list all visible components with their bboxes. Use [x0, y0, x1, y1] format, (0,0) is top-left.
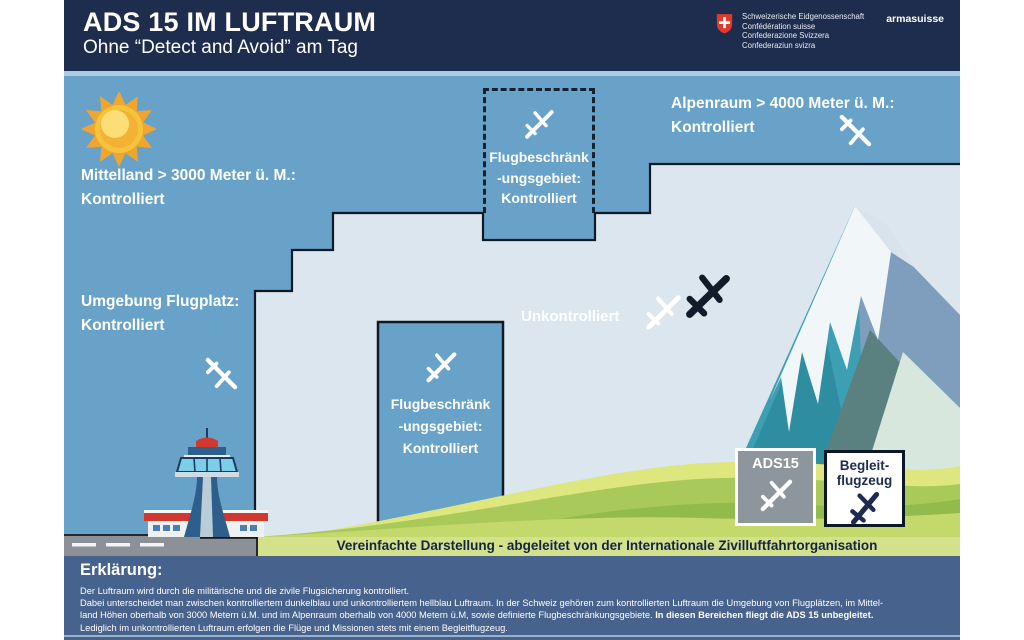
label-umgebung-line2: Kontrolliert: [81, 317, 165, 334]
drone-plane-icon: [200, 353, 242, 395]
controlled-airspace-region: [64, 76, 960, 537]
gov-line-4: Confederaziun svizra: [742, 41, 816, 51]
restricted-solid-line2: -ungsgebiet:: [398, 418, 483, 434]
escort-plane-icon: [844, 487, 886, 529]
swiss-government-lines: Schweizerische Eidgenossenschaft Confédé…: [742, 12, 864, 51]
drone-plane-icon: [640, 289, 686, 335]
label-unkontrolliert: Unkontrolliert: [521, 308, 620, 325]
explanation-heading: Erklärung:: [80, 561, 163, 579]
restricted-solid-line3: Kontrolliert: [402, 440, 479, 456]
gov-line-2: Confédération suisse: [742, 21, 816, 31]
restricted-solid-line1: Flugbeschränk: [390, 396, 491, 412]
restricted-dashed-line1: Flugbeschränk: [489, 149, 589, 165]
page-title: ADS 15 IM LUFTRAUM: [83, 7, 377, 37]
legend-begleitflugzeug: Begleit- flugzeug: [824, 450, 905, 527]
restricted-dashed-line3: Kontrolliert: [501, 190, 577, 206]
title-block: ADS 15 IM LUFTRAUM Ohne “Detect and Avoi…: [83, 7, 376, 58]
header-separator: [64, 71, 960, 76]
explanation-line-3: land Höhen oberhalb von 3000 Metern ü.M.…: [80, 609, 960, 621]
drone-plane-icon: [421, 347, 461, 387]
explanation-line-2: Dabei unterscheidet man zwischen kontrol…: [80, 598, 884, 609]
drone-plane-icon: [834, 110, 876, 152]
legend-ads15-label: ADS15: [752, 456, 799, 472]
legend-begleit-line2: flugzeug: [836, 473, 893, 488]
swiss-cross-shield-icon: [716, 14, 733, 34]
explanation-line-4: Lediglich im unkontrollierten Luftraum e…: [80, 622, 508, 633]
sun-icon: [81, 91, 157, 167]
caption-strip: [258, 537, 960, 556]
legend-begleit-line1: Begleit-: [839, 458, 890, 473]
control-tower-illustration: [144, 428, 268, 537]
swiss-government-logo: Schweizerische Eidgenossenschaft Confédé…: [716, 12, 864, 51]
header: ADS 15 IM LUFTRAUM Ohne “Detect and Avoi…: [64, 0, 960, 71]
explanation-line-3-normal: land Höhen oberhalb von 3000 Metern ü.M.…: [80, 610, 656, 621]
explanation-line-3-bold: In diesen Bereichen fliegt die ADS 15 un…: [655, 610, 874, 621]
legend-ads15: ADS15: [735, 448, 816, 526]
explanation-line-1: Der Luftraum wird durch die militärische…: [80, 586, 410, 596]
airspace-boundary-line: [253, 162, 960, 537]
escort-plane-icon: [681, 269, 735, 323]
caption: Vereinfachte Darstellung - abgeleitet vo…: [336, 538, 878, 553]
gov-line-1: Schweizerische Eidgenossenschaft: [742, 12, 865, 21]
restricted-area-dashed-box: Flugbeschränk -ungsgebiet: Kontrolliert: [483, 88, 595, 213]
drone-plane-icon: [755, 474, 797, 516]
explanation-panel: Erklärung: Der Luftraum wird durch die m…: [64, 556, 960, 640]
gov-line-3: Confederazione Svizzera: [742, 31, 830, 41]
label-mittelland: Mittelland > 3000 Meter ü. M.: Kontrolli…: [81, 164, 296, 212]
label-alpenraum-line1: Alpenraum > 4000 Meter ü. M.:: [671, 95, 895, 112]
label-alpenraum: Alpenraum > 4000 Meter ü. M.: Kontrollie…: [671, 92, 895, 140]
armasuisse-logo: armasuisse: [886, 13, 944, 25]
label-umgebung-line1: Umgebung Flugplatz:: [81, 293, 240, 310]
airspace-diagram: Mittelland > 3000 Meter ü. M.: Kontrolli…: [64, 76, 960, 556]
drone-plane-icon: [520, 105, 558, 143]
label-alpenraum-line2: Kontrolliert: [671, 119, 755, 136]
restricted-dashed-line2: -ungsgebiet:: [497, 169, 581, 186]
content-frame: ADS 15 IM LUFTRAUM Ohne “Detect and Avoi…: [64, 0, 960, 640]
label-mittelland-line1: Mittelland > 3000 Meter ü. M.:: [81, 167, 296, 184]
runway-illustration: [64, 534, 960, 556]
label-umgebung-flugplatz: Umgebung Flugplatz: Kontrolliert: [81, 290, 239, 338]
footer-divider: [64, 635, 960, 637]
restricted-area-box-content: Flugbeschränk -ungsgebiet: Kontrolliert: [378, 347, 503, 459]
label-mittelland-line2: Kontrolliert: [81, 191, 165, 208]
page-subtitle: Ohne “Detect and Avoid” am Tag: [83, 37, 358, 58]
